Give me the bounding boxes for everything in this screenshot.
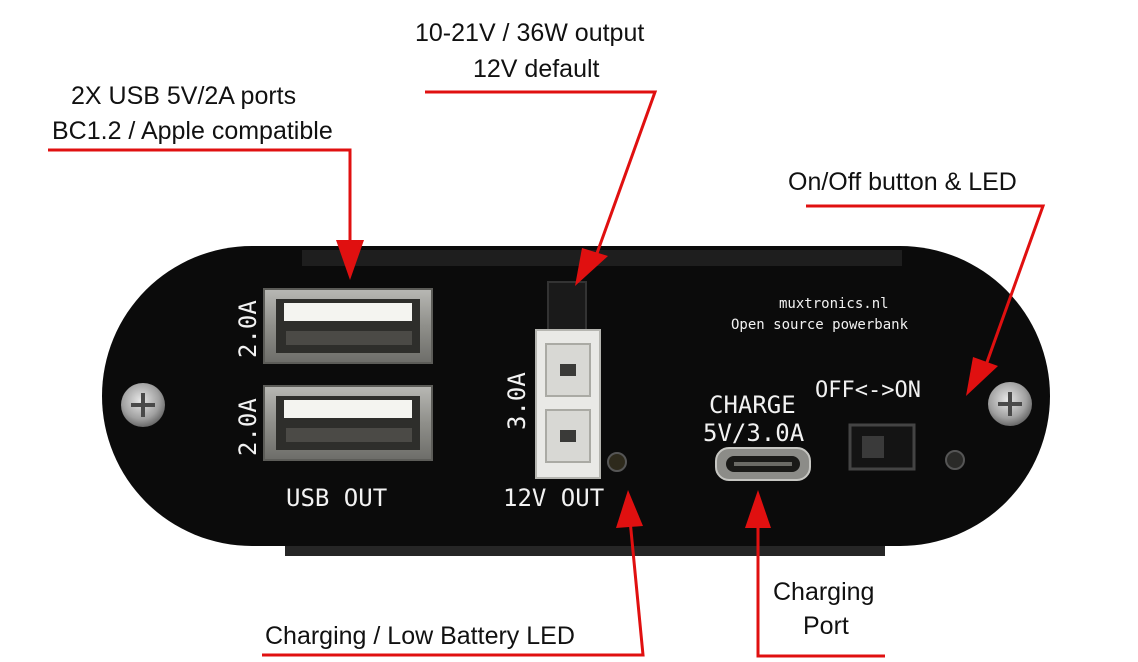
right-screw	[988, 382, 1032, 426]
usb-c-charging-port[interactable]	[715, 447, 811, 481]
arrow-led	[262, 490, 645, 657]
arrow-charging-port	[745, 490, 885, 658]
charging-callout-line1: Charging	[773, 578, 874, 606]
charge-label: CHARGE	[709, 391, 796, 419]
charging-callout-line2: Port	[803, 612, 849, 640]
led-callout-line1: Charging / Low Battery LED	[265, 622, 575, 650]
usb-bottom-rating: 2.0A	[234, 398, 262, 456]
usb-port-bottom[interactable]	[263, 385, 433, 461]
arrow-usb-ports	[48, 148, 364, 280]
power-switch[interactable]	[848, 423, 916, 471]
left-screw	[121, 383, 165, 427]
dc-callout-line2: 12V default	[473, 55, 600, 83]
power-led	[945, 450, 965, 470]
usb-top-rating: 2.0A	[234, 300, 262, 358]
charge-rating: 5V/3.0A	[703, 419, 805, 447]
arrow-power-button	[806, 204, 1046, 396]
usb-port-top[interactable]	[263, 288, 433, 364]
dc-output-connector[interactable]	[535, 281, 601, 479]
usb-callout-line1: 2X USB 5V/2A ports	[71, 82, 296, 110]
charging-led	[607, 452, 627, 472]
arrow-dc-output	[425, 90, 658, 286]
dc-rating: 3.0A	[503, 372, 531, 430]
usb-out-label: USB OUT	[286, 484, 387, 512]
brand-subtitle: Open source powerbank	[731, 317, 909, 333]
dc-callout-line1: 10-21V / 36W output	[415, 19, 644, 47]
brand-name: muxtronics.nl	[779, 296, 889, 312]
dc-out-label: 12V OUT	[503, 484, 604, 512]
switch-label: OFF<->ON	[815, 378, 921, 403]
usb-callout-line2: BC1.2 / Apple compatible	[52, 117, 333, 145]
power-callout-line1: On/Off button & LED	[788, 168, 1017, 196]
